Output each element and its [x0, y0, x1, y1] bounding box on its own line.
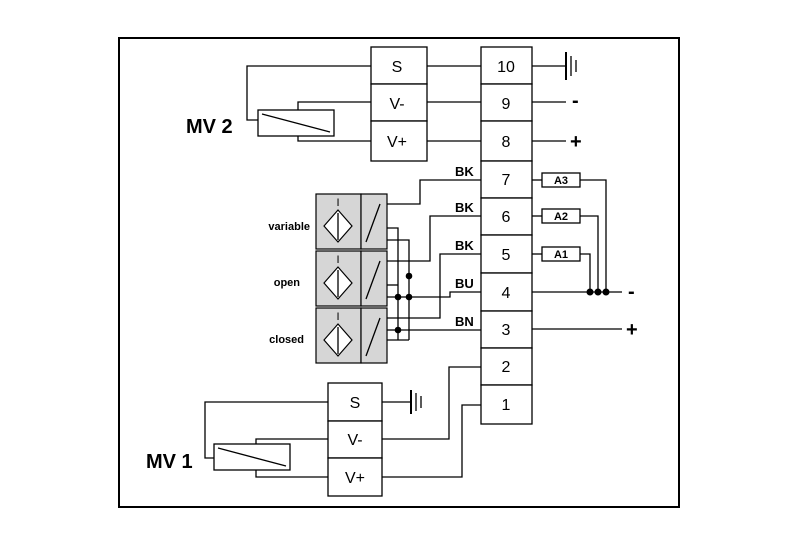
terminal-7-label: 7: [502, 172, 511, 189]
junction-dot: [602, 288, 610, 296]
mv2-v-minus-label: V-: [389, 96, 404, 113]
terminal-3-label: 3: [502, 322, 511, 339]
wire-label-t3: BN: [455, 314, 474, 329]
wire-variable-bk: [387, 179, 481, 205]
wire-bus-bn: [387, 227, 399, 340]
mv2-s-label: S: [392, 59, 403, 76]
wire-bus-bu: [387, 239, 410, 340]
switch-closed-label: closed: [269, 334, 304, 346]
wire-label-t4: BU: [455, 276, 474, 291]
terminal-2: [480, 347, 533, 386]
resistor-a3-label: A3: [554, 175, 568, 187]
sensor-symbol: I: [336, 311, 339, 323]
wire-mv1-vplus-to-t1: [382, 404, 481, 478]
switch-open-label: open: [274, 277, 301, 289]
junction-dot: [586, 288, 594, 296]
wire-label-t5: BK: [455, 238, 474, 253]
junction-dot: [394, 326, 402, 334]
resistor-a3: A3: [532, 172, 607, 292]
mv1-v-minus-label: V-: [347, 432, 362, 449]
polarity-t4: -: [628, 281, 635, 303]
terminal-6-label: 6: [502, 209, 511, 226]
resistor-a1-label: A1: [554, 249, 568, 261]
mv1-label: MV 1: [146, 451, 193, 473]
wire-mv2-s-to-coil: [246, 65, 371, 121]
diagram-frame: [118, 37, 680, 508]
switch-variable: I: [315, 193, 388, 250]
wire-label-t6: BK: [455, 200, 474, 215]
switch-closed: I: [315, 307, 388, 364]
terminal-2-label: 2: [502, 359, 511, 376]
terminal-10-label: 10: [497, 59, 515, 76]
sensor-symbol: I: [336, 254, 339, 266]
wire-mv1-vplus-to-coil: [255, 470, 328, 478]
mv1-connector: S V- V+: [327, 382, 383, 497]
junction-dot: [394, 293, 402, 301]
wire-mv1-vminus-to-t2: [382, 366, 481, 440]
junction-dot: [405, 272, 413, 280]
resistor-a1: A1: [532, 246, 591, 292]
wire-closed-bk: [387, 253, 481, 319]
wire-mv1-vminus-to-coil: [255, 438, 328, 444]
wire-label-t7: BK: [455, 164, 474, 179]
resistor-a2: A2: [532, 208, 599, 292]
junction-dot: [594, 288, 602, 296]
mv2-v-plus-label: V+: [387, 134, 407, 151]
wire-mv2-vminus-to-coil: [297, 101, 371, 110]
mv2-terminal-v-plus: [370, 120, 428, 162]
terminal-1: [480, 384, 533, 425]
junction-dot: [405, 293, 413, 301]
wire-mv1-s-to-coil: [204, 401, 328, 459]
mv2-connector: S V- V+: [370, 46, 428, 162]
ground-icon-mv1: [410, 390, 422, 414]
polarity-t8: +: [570, 131, 582, 153]
resistor-a2-label: A2: [554, 211, 568, 223]
terminal-9-label: 9: [502, 96, 511, 113]
terminal-8-label: 8: [502, 134, 511, 151]
polarity-t3: +: [626, 319, 638, 341]
wire-mv2-vplus-to-coil: [297, 136, 371, 142]
terminal-5-label: 5: [502, 247, 511, 264]
switch-variable-label: variable: [268, 221, 310, 233]
wire-bu-to-t4: [409, 291, 481, 298]
polarity-t9: -: [572, 90, 579, 112]
mv2-label: MV 2: [186, 116, 233, 138]
terminal-block: 10 9 8 7 6 5 4 3 2 1: [480, 46, 533, 425]
terminal-1-label: 1: [502, 397, 511, 414]
terminal-4-label: 4: [502, 285, 511, 302]
ground-icon-t10: [532, 52, 577, 80]
mv1-v-plus-label: V+: [345, 470, 365, 487]
mv1-s-label: S: [350, 395, 361, 412]
switch-open: I: [315, 250, 388, 307]
sensor-symbol: I: [336, 197, 339, 209]
mv2-terminal-s: [370, 46, 428, 85]
